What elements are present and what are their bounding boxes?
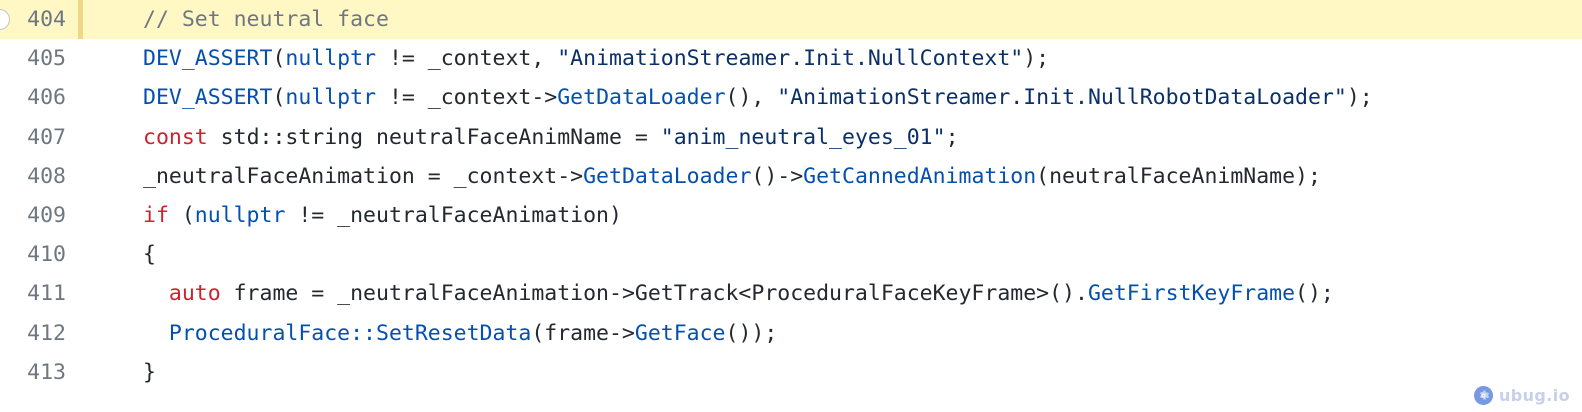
code-token-pln: (); — [1295, 281, 1334, 307]
code-token-pln: ); — [1346, 85, 1373, 111]
line-number[interactable]: 407 — [27, 124, 66, 150]
code-token-pln: ( — [168, 202, 195, 228]
code-token-pln: frame = _neutralFaceAnimation->GetTrack<… — [220, 281, 1088, 307]
code-line: 404 // Set neutral face — [0, 0, 1582, 40]
code-token-str: "AnimationStreamer.Init.NullContext" — [557, 46, 1024, 72]
code-token-fn: GetFirstKeyFrame — [1087, 281, 1296, 307]
code-line: 412 ProceduralFace::SetResetData(frame->… — [0, 314, 1582, 353]
code-line: 409 if (nullptr != _neutralFaceAnimation) — [0, 196, 1582, 235]
code-line-text[interactable]: DEV_ASSERT(nullptr != _context, "Animati… — [83, 39, 1582, 78]
code-token-str: "AnimationStreamer.Init.NullRobotDataLoa… — [777, 85, 1347, 111]
code-token-pln — [143, 281, 169, 306]
code-token-kw: const — [143, 124, 208, 150]
code-token-pln: } — [143, 359, 156, 385]
code-token-pln: ()); — [725, 320, 778, 346]
code-token-fn: GetDataLoader — [557, 85, 726, 111]
code-line: 406 DEV_ASSERT(nullptr != _context->GetDa… — [0, 78, 1582, 117]
code-line-text[interactable]: } — [83, 353, 1582, 392]
code-token-pln: { — [143, 242, 156, 268]
code-line-text[interactable]: DEV_ASSERT(nullptr != _context->GetDataL… — [83, 78, 1582, 117]
code-line: 408_neutralFaceAnimation = _context->Get… — [0, 157, 1582, 196]
code-token-fn: GetDataLoader — [583, 163, 752, 189]
code-token-fn: GetCannedAnimation — [803, 163, 1037, 189]
code-line-text[interactable]: if (nullptr != _neutralFaceAnimation) — [83, 196, 1582, 235]
gear-icon — [1473, 386, 1493, 405]
code-token-pln: ); — [1023, 46, 1050, 72]
line-number[interactable]: 413 — [27, 359, 66, 385]
code-line-text[interactable]: auto frame = _neutralFaceAnimation->GetT… — [83, 274, 1582, 313]
watermark-label: ubug.io — [1498, 386, 1570, 405]
code-token-pln: (frame-> — [531, 320, 635, 346]
code-token-fn: DEV_ASSERT — [143, 46, 273, 72]
code-token-com: // Set neutral face — [143, 7, 389, 32]
watermark: ubug.io — [1473, 386, 1570, 405]
code-token-pln: != _context-> — [376, 85, 558, 111]
code-token-kw: auto — [168, 281, 221, 307]
code-line-text[interactable]: { — [83, 235, 1582, 274]
code-line-text[interactable]: // Set neutral face — [83, 0, 1582, 39]
code-token-fn: nullptr — [285, 46, 377, 72]
code-token-pln: != _neutralFaceAnimation) — [285, 202, 622, 228]
code-token-pln: ( — [272, 85, 286, 111]
code-token-pln: ()-> — [751, 163, 804, 189]
code-token-fn: DEV_ASSERT — [143, 85, 273, 111]
line-number[interactable]: 404 — [27, 7, 66, 32]
line-number[interactable]: 408 — [27, 163, 66, 189]
code-token-pln: (neutralFaceAnimName); — [1036, 163, 1321, 189]
highlight-bar — [78, 0, 83, 40]
code-line: 405 DEV_ASSERT(nullptr != _context, "Anim… — [0, 39, 1582, 78]
code-token-fn: ProceduralFace::SetResetData — [168, 320, 532, 346]
code-line-text[interactable]: _neutralFaceAnimation = _context->GetDat… — [83, 157, 1582, 196]
code-line: 411 auto frame = _neutralFaceAnimation->… — [0, 274, 1582, 313]
code-token-fn: nullptr — [194, 202, 286, 228]
code-line-text[interactable]: const std::string neutralFaceAnimName = … — [83, 118, 1582, 157]
code-token-kw: if — [143, 202, 169, 228]
code-line-text[interactable]: ProceduralFace::SetResetData(frame->GetF… — [83, 314, 1582, 353]
code-token-fn: GetFace — [634, 320, 726, 346]
code-token-fn: nullptr — [285, 85, 377, 111]
line-number[interactable]: 405 — [27, 46, 66, 72]
code-line: 407 const std::string neutralFaceAnimName… — [0, 118, 1582, 157]
code-line: 413} — [0, 353, 1582, 392]
code-token-pln: ( — [272, 46, 286, 72]
code-line: 410 { — [0, 235, 1582, 274]
line-number[interactable]: 409 — [27, 202, 66, 228]
code-token-pln: std::string neutralFaceAnimName = — [207, 124, 661, 150]
line-number[interactable]: 410 — [27, 242, 66, 268]
code-token-pln: != _context, — [376, 46, 558, 72]
code-token-pln: (), — [725, 85, 778, 111]
line-number[interactable]: 406 — [27, 85, 66, 111]
line-number[interactable]: 412 — [27, 320, 66, 346]
code-token-str: "anim_neutral_eyes_01" — [660, 124, 946, 150]
code-token-pln — [143, 321, 169, 346]
code-token-pln: ; — [945, 124, 959, 150]
code-token-pln: _neutralFaceAnimation = _context-> — [143, 163, 584, 189]
line-number[interactable]: 411 — [27, 281, 66, 307]
